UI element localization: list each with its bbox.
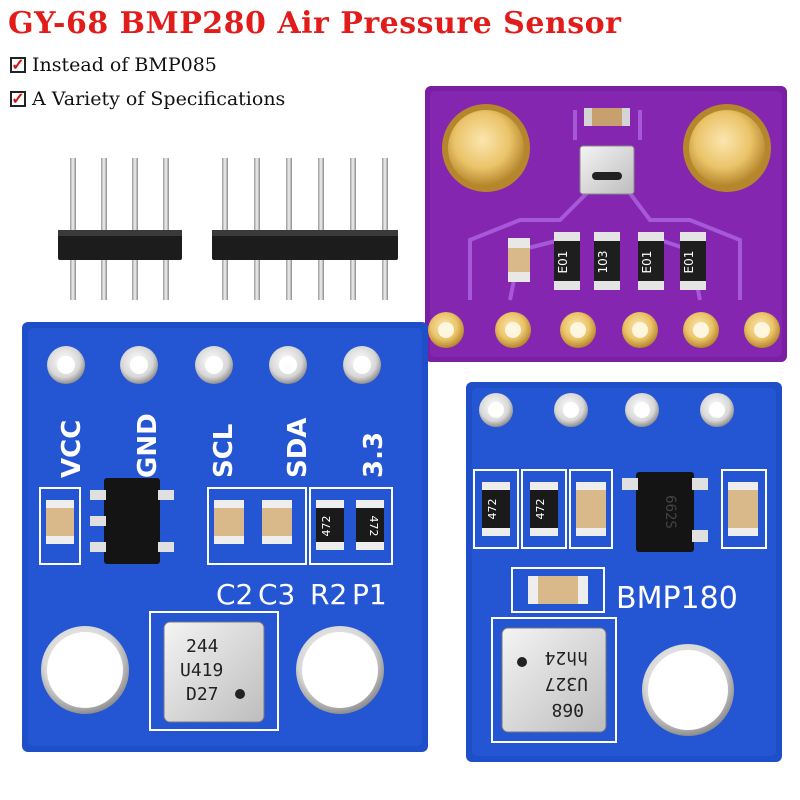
pin-label-gnd: GND [133, 413, 163, 478]
sensor-marking: hh24 [545, 647, 588, 668]
component-label-p1: P1 [352, 578, 387, 611]
resistor-code: E01 [640, 251, 654, 274]
pin-label-scl: SCL [209, 424, 239, 478]
sensor-marking: 068 [551, 699, 584, 720]
product-title: GY-68 BMP280 Air Pressure Sensor [8, 6, 622, 41]
purple-bmp280-board: E01 103 E01 E01 [425, 86, 787, 362]
resistor-code: E01 [682, 251, 696, 274]
pin-header-4 [58, 158, 182, 300]
pin-label-vcc: VCC [57, 420, 87, 478]
feature-item: ✓ Instead of BMP085 [10, 54, 217, 76]
checkmark-icon: ✓ [10, 55, 26, 74]
resistor-code: 472 [486, 499, 499, 520]
resistor-code: 472 [534, 499, 547, 520]
sensor-marking: D27 [186, 684, 219, 705]
model-label: BMP180 [616, 581, 738, 616]
resistor-code: 472 [320, 516, 333, 537]
sensor-marking: 244 [186, 636, 219, 657]
feature-text: A Variety of Specifications [32, 88, 286, 110]
component-label-c3: C3 [258, 578, 295, 611]
resistor-code: E01 [556, 251, 570, 274]
blue-bmp180-board: 472 472 662S BMP180 068 U327 hh24 [466, 382, 782, 762]
sensor-marking: U327 [545, 673, 588, 694]
resistor-code: 472 [367, 516, 380, 537]
component-label-r2: R2 [310, 578, 347, 611]
pin-header-6 [212, 158, 398, 300]
purple-pin-pads [428, 312, 780, 348]
pin-label-3v3: 3.3 [359, 432, 389, 478]
regulator-code: 662S [662, 495, 678, 529]
feature-item: ✓ A Variety of Specifications [10, 88, 285, 110]
feature-text: Instead of BMP085 [32, 54, 217, 76]
checkmark-icon: ✓ [10, 89, 26, 108]
resistor-code: 103 [596, 251, 610, 274]
component-label-c2: C2 [216, 578, 253, 611]
blue-gy68-board: VCC GND SCL SDA 3.3 472 472 C2 C3 R2 P1 [22, 322, 428, 752]
pin-label-sda: SDA [283, 418, 313, 478]
sensor-marking: U419 [180, 660, 223, 681]
